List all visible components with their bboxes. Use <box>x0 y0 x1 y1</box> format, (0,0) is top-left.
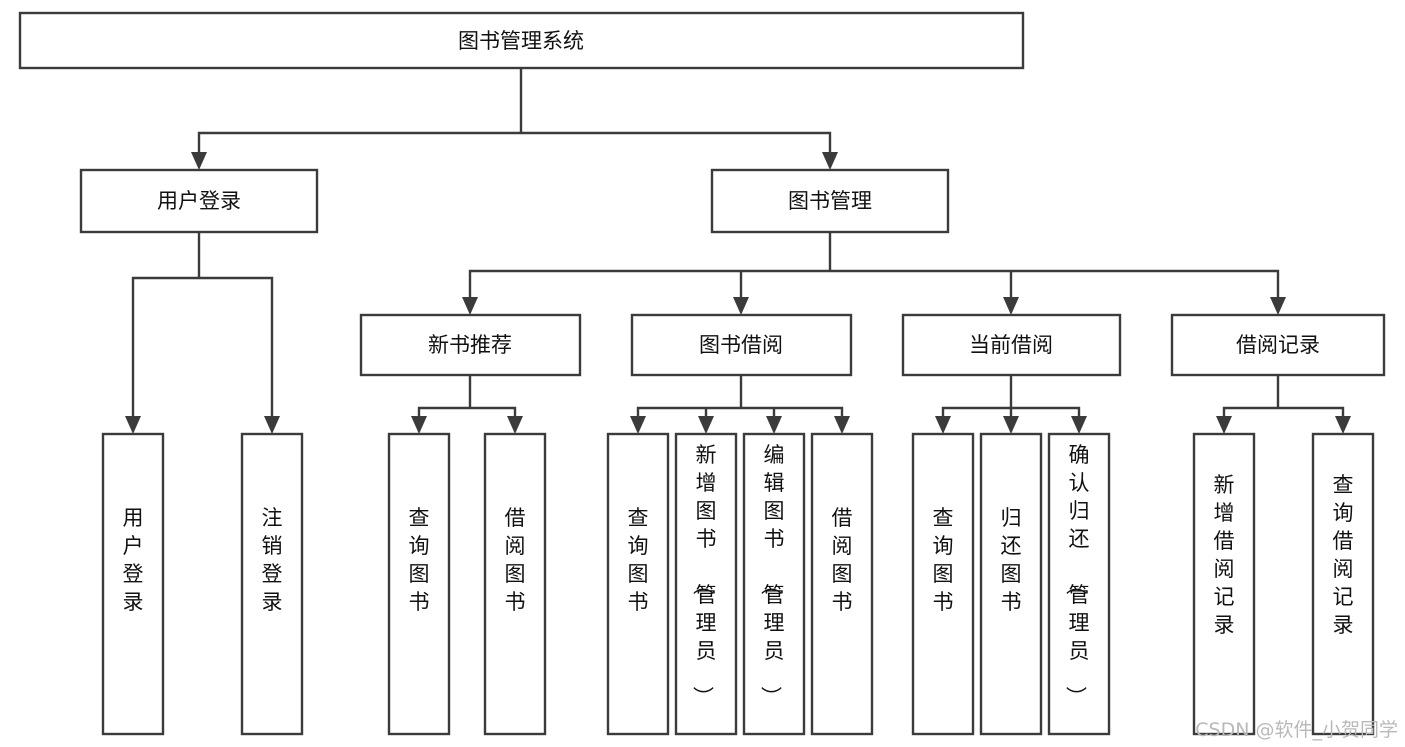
node-leaf-query-book-current-box[interactable] <box>911 432 975 736</box>
arrowhead-to-book-management <box>822 152 838 170</box>
node-leaf-query-book-current-label: 查询图书 <box>933 506 954 614</box>
arrowhead-leaf-return-book <box>1003 416 1019 434</box>
arrowhead-leaf-query-book-current <box>935 416 951 434</box>
node-borrow-record-label: 借阅记录 <box>1236 333 1320 357</box>
connector-bookborrow-to-leaves <box>636 373 844 422</box>
node-borrow-record-box[interactable] <box>1170 313 1386 377</box>
node-book-borrow-label: 图书借阅 <box>699 333 783 357</box>
node-leaf-confirm-return-admin-box[interactable] <box>1047 432 1111 736</box>
node-current-borrow[interactable]: 当前借阅 <box>901 313 1122 377</box>
node-leaf-user-login-box[interactable] <box>101 432 165 736</box>
node-leaf-confirm-return-admin[interactable]: 确认归还（管理员） <box>1047 432 1111 736</box>
connector-recommend-to-leaves <box>417 373 517 422</box>
node-leaf-user-login-label: 用户登录 <box>123 506 144 614</box>
node-book-management-box[interactable] <box>710 168 950 234</box>
node-leaf-borrow-book-box[interactable] <box>810 432 874 736</box>
node-leaf-query-book-recommend-label: 查询图书 <box>409 506 430 614</box>
node-root-box[interactable] <box>18 11 1025 70</box>
node-user-login[interactable]: 用户登录 <box>79 168 319 234</box>
arrowhead-leaf-user-login <box>125 416 141 434</box>
node-leaf-borrow-book-recommend[interactable]: 借阅图书 <box>483 432 547 736</box>
arrowhead-to-borrow-record <box>1270 297 1286 315</box>
node-leaf-add-borrow-record[interactable]: 新增借阅记录 <box>1192 432 1256 736</box>
node-leaf-add-borrow-record-label: 新增借阅记录 <box>1214 473 1235 637</box>
node-leaf-logout[interactable]: 注销登录 <box>240 432 304 736</box>
node-leaf-add-book-admin-box[interactable] <box>674 432 738 736</box>
csdn-watermark: CSDN @软件_小贺同学 <box>1195 719 1398 741</box>
node-leaf-return-book[interactable]: 归还图书 <box>979 432 1043 736</box>
node-leaf-logout-label: 注销登录 <box>262 506 283 614</box>
node-leaf-query-book-recommend[interactable]: 查询图书 <box>387 432 451 736</box>
node-leaf-query-book-borrow[interactable]: 查询图书 <box>606 432 670 736</box>
node-book-borrow[interactable]: 图书借阅 <box>630 313 853 377</box>
connector-borrowrecord-to-leaves <box>1222 373 1345 422</box>
connector-bookmgmt-to-level2 <box>468 230 1280 302</box>
node-leaf-query-book-borrow-label: 查询图书 <box>628 506 649 614</box>
node-leaf-add-book-admin[interactable]: 新增图书（管理员） <box>674 432 738 736</box>
arrowhead-leaf-edit-book-admin <box>766 416 782 434</box>
connector-layer <box>125 66 1351 434</box>
arrowhead-leaf-borrow-book <box>834 416 850 434</box>
arrowhead-leaf-query-book-borrow <box>630 416 646 434</box>
connector-currentborrow-to-leaves <box>941 373 1081 422</box>
node-leaf-query-borrow-record[interactable]: 查询借阅记录 <box>1311 432 1375 736</box>
node-leaf-query-book-current[interactable]: 查询图书 <box>911 432 975 736</box>
node-leaf-confirm-return-admin-label: 确认归还（管理员） <box>1064 443 1090 707</box>
node-leaf-add-borrow-record-box[interactable] <box>1192 432 1256 736</box>
arrowhead-leaf-borrow-book-recommend <box>507 416 523 434</box>
node-leaf-edit-book-admin-box[interactable] <box>742 432 806 736</box>
arrowhead-to-book-borrow <box>733 297 749 315</box>
node-book-management[interactable]: 图书管理 <box>710 168 950 234</box>
node-leaf-borrow-book-recommend-label: 借阅图书 <box>505 506 526 614</box>
node-new-book-recommend-label: 新书推荐 <box>428 333 512 357</box>
node-leaf-borrow-book-label: 借阅图书 <box>832 506 853 614</box>
node-book-borrow-box[interactable] <box>630 313 853 377</box>
node-book-management-label: 图书管理 <box>788 189 872 213</box>
arrowhead-to-new-book-recommend <box>462 297 478 315</box>
node-leaf-query-borrow-record-box[interactable] <box>1311 432 1375 736</box>
node-leaf-borrow-book[interactable]: 借阅图书 <box>810 432 874 736</box>
node-current-borrow-box[interactable] <box>901 313 1122 377</box>
node-leaf-return-book-box[interactable] <box>979 432 1043 736</box>
node-borrow-record[interactable]: 借阅记录 <box>1170 313 1386 377</box>
arrowhead-leaf-query-borrow-record <box>1335 416 1351 434</box>
node-root[interactable]: 图书管理系统 <box>18 11 1025 70</box>
node-leaf-query-book-borrow-box[interactable] <box>606 432 670 736</box>
node-leaf-query-borrow-record-label: 查询借阅记录 <box>1333 473 1354 637</box>
node-leaf-edit-book-admin-label: 编辑图书（管理员） <box>759 443 785 707</box>
node-leaf-query-book-recommend-box[interactable] <box>387 432 451 736</box>
connector-root-to-level1 <box>197 66 832 159</box>
arrowhead-leaf-logout <box>264 416 280 434</box>
connector-userlogin-to-leaves <box>131 230 274 422</box>
node-new-book-recommend[interactable]: 新书推荐 <box>359 313 582 377</box>
node-user-login-label: 用户登录 <box>157 189 241 213</box>
arrowhead-leaf-add-borrow-record <box>1216 416 1232 434</box>
node-leaf-return-book-label: 归还图书 <box>1001 506 1022 614</box>
node-leaf-add-book-admin-label: 新增图书（管理员） <box>691 443 717 707</box>
arrowhead-leaf-add-book-admin <box>698 416 714 434</box>
arrowhead-to-current-borrow <box>1003 297 1019 315</box>
node-user-login-box[interactable] <box>79 168 319 234</box>
arrowhead-leaf-confirm-return-admin <box>1071 416 1087 434</box>
node-leaf-edit-book-admin[interactable]: 编辑图书（管理员） <box>742 432 806 736</box>
arrowhead-to-user-login <box>191 152 207 170</box>
node-current-borrow-label: 当前借阅 <box>969 333 1053 357</box>
node-leaf-user-login[interactable]: 用户登录 <box>101 432 165 736</box>
node-leaf-logout-box[interactable] <box>240 432 304 736</box>
node-leaf-borrow-book-recommend-box[interactable] <box>483 432 547 736</box>
node-root-label: 图书管理系统 <box>458 29 584 53</box>
node-new-book-recommend-box[interactable] <box>359 313 582 377</box>
arrowhead-leaf-query-book-recommend <box>411 416 427 434</box>
